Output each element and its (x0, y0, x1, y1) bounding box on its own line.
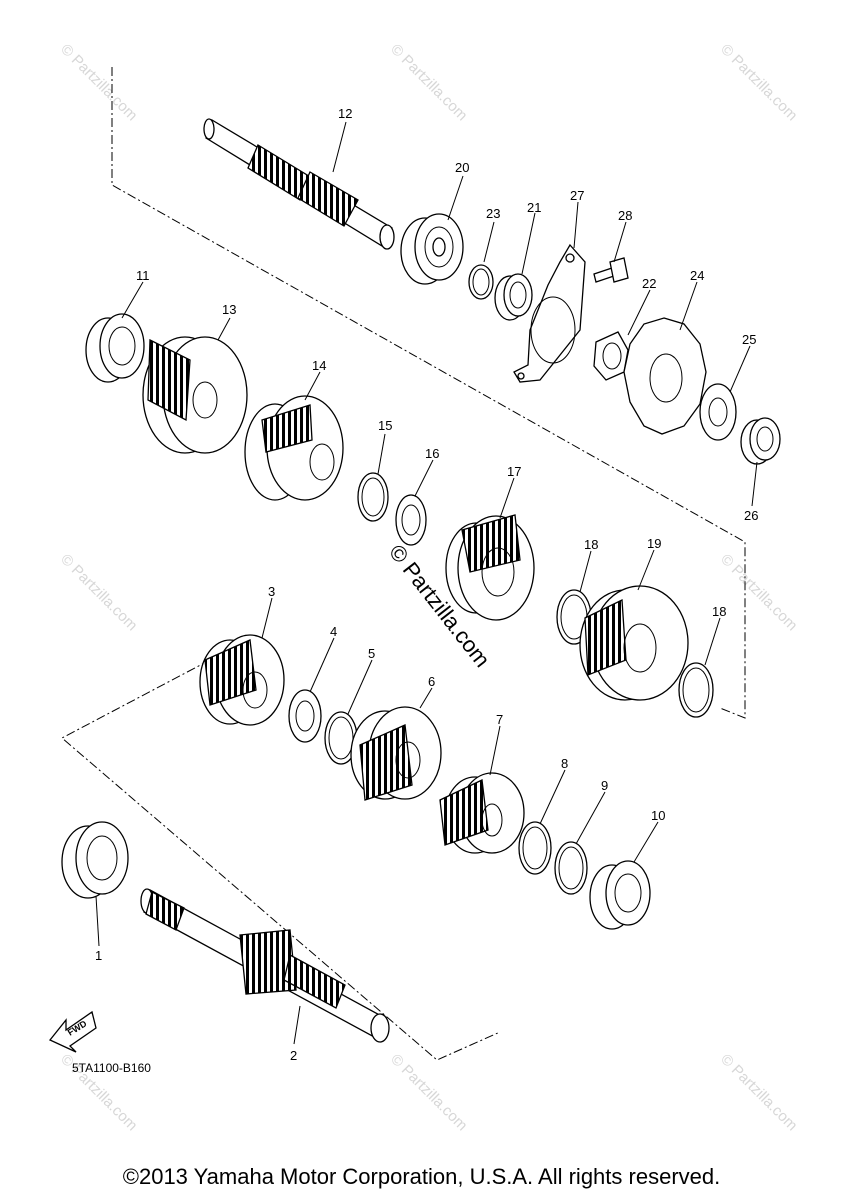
gear-14 (244, 395, 344, 501)
drive-sprocket-24 (623, 317, 707, 435)
watermark: © Partzilla.com (387, 1051, 470, 1134)
bearing-20 (400, 213, 464, 285)
washer-4 (288, 689, 322, 743)
lock-washer-25 (699, 383, 737, 441)
watermark: © Partzilla.com (717, 41, 800, 124)
callout-15: 15 (378, 418, 392, 433)
bearing-10 (589, 860, 651, 930)
callout-8: 8 (561, 756, 568, 771)
nut-26 (740, 417, 781, 465)
callouts: 12 20 23 21 27 28 22 24 25 26 11 13 14 1… (95, 106, 758, 1063)
callout-26: 26 (744, 508, 758, 523)
callout-7: 7 (496, 712, 503, 727)
callout-16: 16 (425, 446, 439, 461)
callout-2: 2 (290, 1048, 297, 1063)
bolt-28 (593, 257, 629, 283)
watermark: © Partzilla.com (57, 551, 140, 634)
callout-13: 13 (222, 302, 236, 317)
callout-27: 27 (570, 188, 584, 203)
gear-13 (142, 336, 248, 454)
bearing-1 (61, 821, 129, 899)
callout-24: 24 (690, 268, 704, 283)
oil-seal-21 (494, 273, 533, 321)
watermark: © Partzilla.com (717, 551, 800, 634)
fwd-arrow-icon: FWD (48, 1010, 97, 1053)
circlip-23 (468, 264, 494, 300)
callout-18: 18 (584, 537, 598, 552)
watermark: © Partzilla.com (387, 41, 470, 124)
callout-11: 11 (136, 268, 150, 283)
circlip-9 (554, 841, 588, 895)
callout-14: 14 (312, 358, 326, 373)
circlip-15 (357, 472, 389, 522)
callout-4: 4 (330, 624, 337, 639)
gear-19 (579, 585, 689, 701)
callout-20: 20 (455, 160, 469, 175)
gear-3 (199, 634, 285, 726)
diagram-code: 5TA1100-B160 (72, 1061, 151, 1075)
main-axle-12 (203, 118, 395, 250)
boundary-lines (61, 67, 746, 1061)
watermark: © Partzilla.com (717, 1051, 800, 1134)
callout-21: 21 (527, 200, 541, 215)
callout-28: 28 (618, 208, 632, 223)
plate-27 (513, 243, 586, 383)
gear-7 (439, 772, 525, 854)
callout-22: 22 (642, 276, 656, 291)
washer-16 (395, 494, 427, 546)
watermark: © Partzilla.com (57, 41, 140, 124)
callout-9: 9 (601, 778, 608, 793)
callout-19: 19 (647, 536, 661, 551)
callout-23: 23 (486, 206, 500, 221)
callout-17: 17 (507, 464, 521, 479)
washer-8 (518, 821, 552, 875)
leader-lines (95, 121, 758, 1045)
callout-25: 25 (742, 332, 756, 347)
bearing-11 (85, 313, 145, 383)
callout-1: 1 (95, 948, 102, 963)
callout-12: 12 (338, 106, 352, 121)
drive-axle-2 (140, 888, 390, 1043)
lock-washer-22 (593, 331, 629, 381)
callout-5: 5 (368, 646, 375, 661)
copyright-notice: ©2013 Yamaha Motor Corporation, U.S.A. A… (122, 1164, 721, 1189)
callout-10: 10 (651, 808, 665, 823)
gear-17 (445, 514, 535, 621)
circlip-18b (678, 662, 714, 718)
callout-3: 3 (268, 584, 275, 599)
gear-6 (350, 706, 442, 801)
callout-18: 18 (712, 604, 726, 619)
callout-6: 6 (428, 674, 435, 689)
